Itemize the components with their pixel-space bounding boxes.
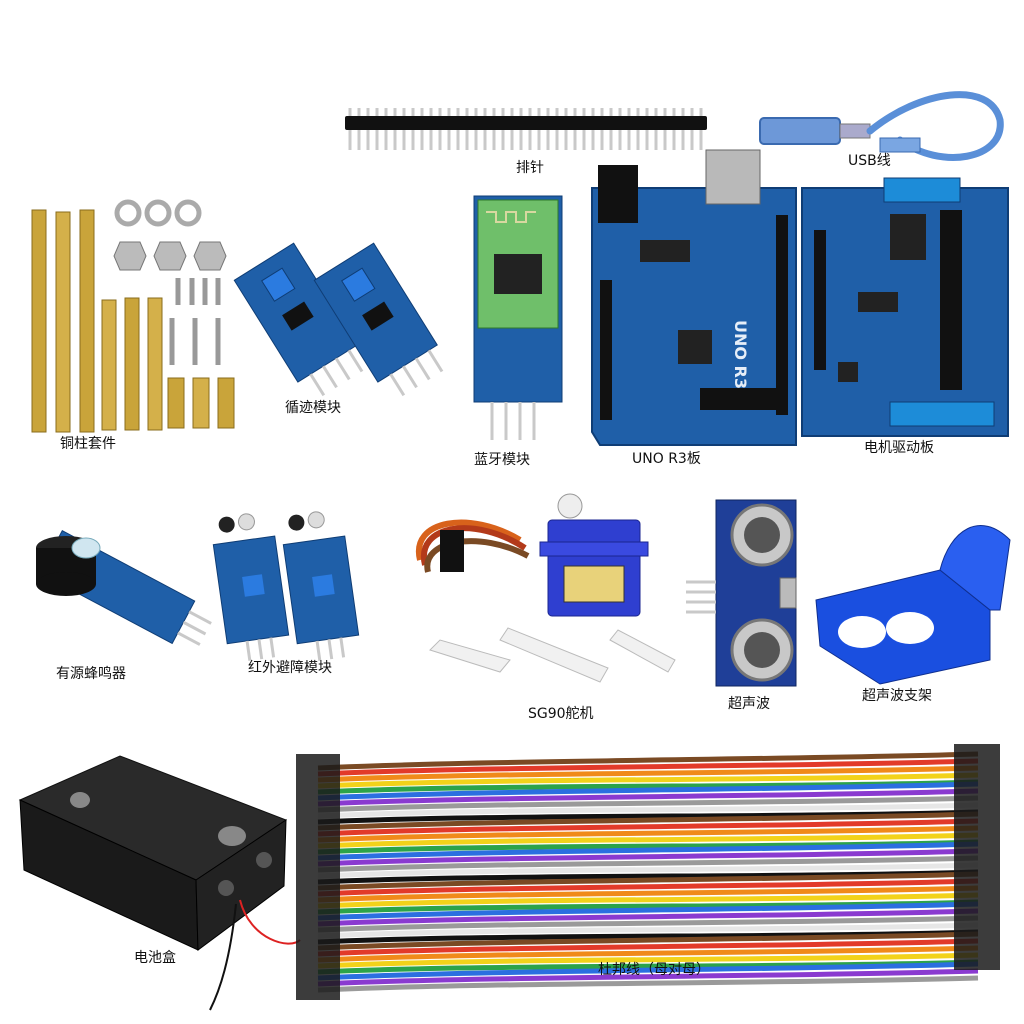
- label-bluetooth-module: 蓝牙模块: [474, 452, 530, 468]
- label-ultrasonic: 超声波: [728, 696, 770, 712]
- label-battery-box: 电池盒: [134, 950, 176, 966]
- battery-box-image: [18, 755, 301, 1011]
- label-ultrasonic-bracket: 超声波支架: [862, 688, 932, 704]
- label-active-buzzer: 有源蜂鸣器: [56, 666, 126, 682]
- uno-r3-board-image: UNO R3: [591, 149, 797, 446]
- motor-driver-board-image: [801, 177, 1009, 437]
- dupont-wire-bundle-image: [296, 744, 1000, 1000]
- pin-header-image: [345, 108, 707, 150]
- tracking-module-image: [233, 242, 444, 397]
- uno-silkscreen-text: UNO R3: [731, 320, 750, 389]
- label-ir-obstacle: 红外避障模块: [248, 660, 332, 676]
- bluetooth-module-image: [473, 195, 563, 440]
- ultrasonic-sensor-image: [686, 499, 797, 687]
- active-buzzer-image: [36, 529, 212, 646]
- label-uno-board: UNO R3板: [632, 451, 701, 467]
- label-dupont-wire: 杜邦线（母对母）: [598, 962, 710, 978]
- label-pin-header: 排针: [516, 160, 544, 176]
- copper-pillar-kit-image: [31, 199, 235, 433]
- label-servo: SG90舵机: [528, 706, 594, 722]
- usb-cable-image: [759, 91, 1004, 161]
- ir-obstacle-module-image: [212, 511, 360, 661]
- sg90-servo-image: [415, 493, 676, 683]
- label-motor-driver: 电机驱动板: [864, 440, 934, 456]
- label-tracking-module: 循迹模块: [285, 400, 341, 416]
- label-usb-cable: USB线: [848, 153, 891, 169]
- ultrasonic-bracket-image: [815, 525, 1011, 685]
- label-copper-pillar: 铜柱套件: [60, 436, 116, 452]
